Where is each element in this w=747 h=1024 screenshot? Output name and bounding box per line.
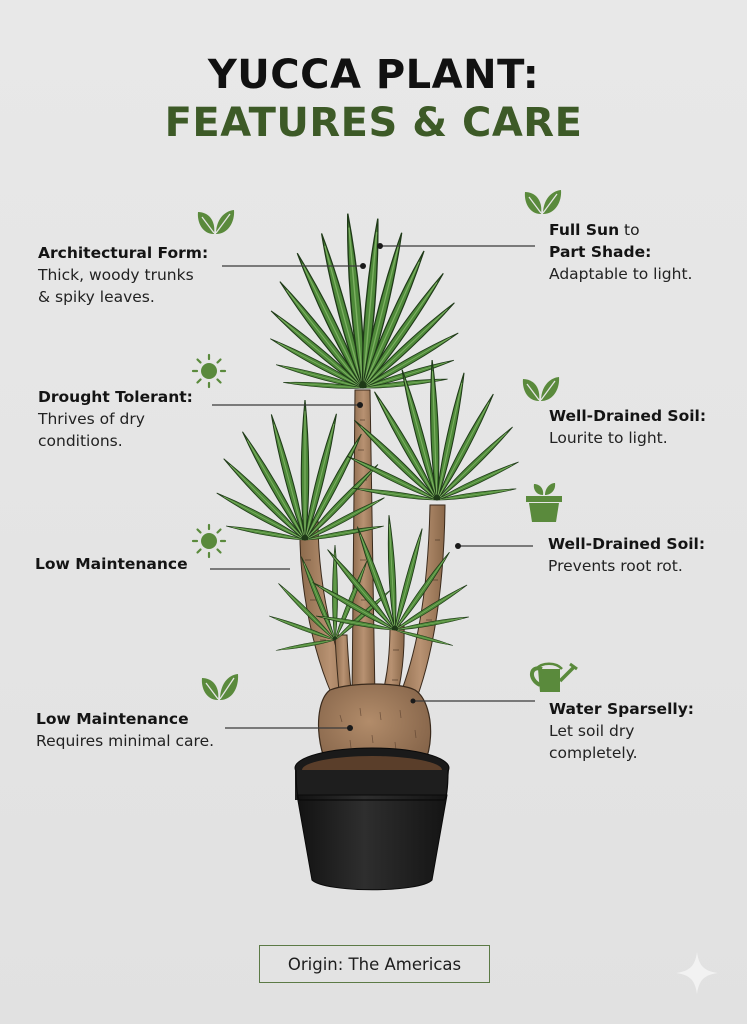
leaf-icon bbox=[197, 210, 235, 234]
feature-well-drained-soil-2: Well-Drained Soil: Prevents root rot. bbox=[548, 533, 743, 577]
potted-plant-icon bbox=[526, 483, 562, 522]
watering-can-icon bbox=[530, 662, 578, 692]
feature-body: & spiky leaves. bbox=[38, 288, 155, 306]
feature-body: Adaptable to light. bbox=[549, 265, 693, 283]
feature-well-drained-soil: Well-Drained Soil: Lourite to light. bbox=[549, 405, 739, 449]
feature-body: Thrives of dry bbox=[38, 410, 145, 428]
leaf-icon bbox=[524, 190, 562, 214]
leaf-icon bbox=[201, 674, 239, 700]
feature-body: Lourite to light. bbox=[549, 429, 668, 447]
feature-body: completely. bbox=[549, 744, 638, 762]
feature-heading: Low Maintenance bbox=[36, 710, 189, 728]
page-subtitle: FEATURES & CARE bbox=[164, 100, 583, 146]
feature-water-sparsely: Water Sparselly: Let soil dry completely… bbox=[549, 698, 739, 764]
feature-drought-tolerant: Drought Tolerant: Thrives of dry conditi… bbox=[38, 386, 218, 452]
feature-heading: Low Maintenance bbox=[35, 555, 188, 573]
feature-heading: Architectural Form: bbox=[38, 244, 209, 262]
feature-body: Prevents root rot. bbox=[548, 557, 683, 575]
feature-heading: Drought Tolerant: bbox=[38, 388, 193, 406]
feature-full-sun: Full Sun to Part Shade: Adaptable to lig… bbox=[549, 219, 739, 285]
feature-body: conditions. bbox=[38, 432, 123, 450]
feature-heading: Part Shade: bbox=[549, 243, 652, 261]
feature-body: Requires minimal care. bbox=[36, 732, 215, 750]
feature-body: Thick, woody trunks bbox=[38, 266, 194, 284]
feature-body: Let soil dry bbox=[549, 722, 635, 740]
feature-low-maintenance: Low Maintenance bbox=[35, 553, 215, 575]
feature-heading: Water Sparselly: bbox=[549, 700, 694, 718]
origin-text: Origin: The Americas bbox=[287, 954, 462, 974]
sun-icon bbox=[191, 353, 227, 389]
sun-icon bbox=[191, 523, 227, 559]
sparkle-icon bbox=[676, 952, 718, 994]
feature-low-maintenance-2: Low Maintenance Requires minimal care. bbox=[36, 708, 236, 752]
feature-heading-connector: to bbox=[619, 221, 640, 239]
feature-architectural-form: Architectural Form: Thick, woody trunks … bbox=[38, 242, 228, 308]
feature-heading: Well-Drained Soil: bbox=[549, 407, 707, 425]
page-title: YUCCA PLANT: bbox=[207, 52, 540, 98]
leaf-icon bbox=[522, 377, 560, 401]
feature-heading: Full Sun bbox=[549, 221, 620, 239]
origin-label: Origin: The Americas bbox=[259, 945, 490, 983]
feature-heading: Well-Drained Soil: bbox=[548, 535, 706, 553]
